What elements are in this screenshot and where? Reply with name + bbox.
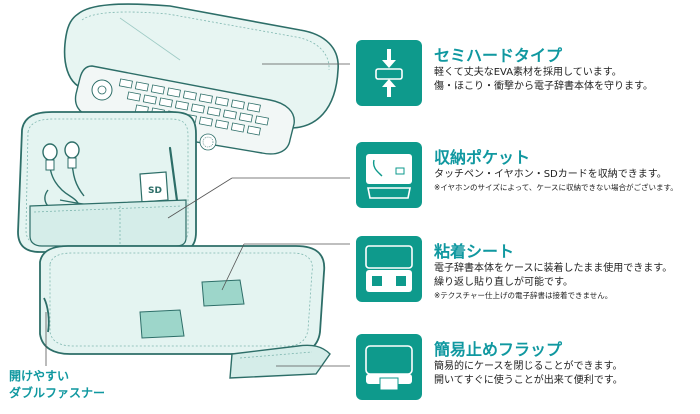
feature-pocket: 収納ポケット タッチペン・イヤホン・SDカードを収納できます。 ※イヤホンのサイ… xyxy=(356,142,696,212)
stylus-illustration xyxy=(168,146,180,210)
feature-description: 軽くて丈夫なEVA素材を採用しています。 傷・ほこり・衝撃から電子辞書本体を守り… xyxy=(434,67,653,92)
double-zipper-label: 開けやすい ダブルファスナー xyxy=(9,369,106,400)
compress-arrows-icon xyxy=(356,40,422,106)
feature-title: セミハードタイプ xyxy=(434,46,563,65)
sd-card-illustration: SD xyxy=(139,171,169,203)
feature-note: ※テクスチャー仕上げの電子辞書は接着できません。 xyxy=(434,291,613,300)
feature-semi-hard: セミハードタイプ 軽くて丈夫なEVA素材を採用しています。 傷・ほこり・衝撃から… xyxy=(356,40,696,110)
electronic-dictionary-illustration xyxy=(74,65,295,155)
adhesive-sheet-left xyxy=(139,309,185,339)
callout-lines xyxy=(45,63,350,367)
feature-description: タッチペン・イヤホン・SDカードを収納できます。 ※イヤホンのサイズによって、ケ… xyxy=(434,169,678,192)
closing-flap-icon xyxy=(356,334,422,400)
closing-flap-illustration xyxy=(229,344,331,379)
storage-pocket-icon xyxy=(356,142,422,208)
feature-sticky: 粘着シート 電子辞書本体をケースに装着したまま使用できます。 繰り返し貼り直しが… xyxy=(356,236,696,306)
adhesive-sheet-right xyxy=(201,279,245,307)
feature-title: 収納ポケット xyxy=(434,148,531,167)
adhesive-sheet-icon xyxy=(356,236,422,302)
zipper-puller-illustration xyxy=(43,297,50,333)
product-illustration: SD xyxy=(17,3,350,379)
feature-flap: 簡易止めフラップ 簡易的にケースを閉じることができます。 開いてすぐに使うことが… xyxy=(356,334,696,404)
feature-title: 粘着シート xyxy=(434,242,515,261)
feature-description: 電子辞書本体をケースに装着したまま使用できます。 繰り返し貼り直しが可能です。 … xyxy=(434,263,673,300)
sd-card-label: SD xyxy=(148,186,162,196)
feature-description: 簡易的にケースを閉じることができます。 開いてすぐに使うことが出来て便利です。 xyxy=(434,361,623,386)
feature-note: ※イヤホンのサイズによって、ケースに収納できない場合がございます。 xyxy=(434,183,678,192)
open-case-base xyxy=(39,245,326,355)
feature-title: 簡易止めフラップ xyxy=(434,340,563,359)
